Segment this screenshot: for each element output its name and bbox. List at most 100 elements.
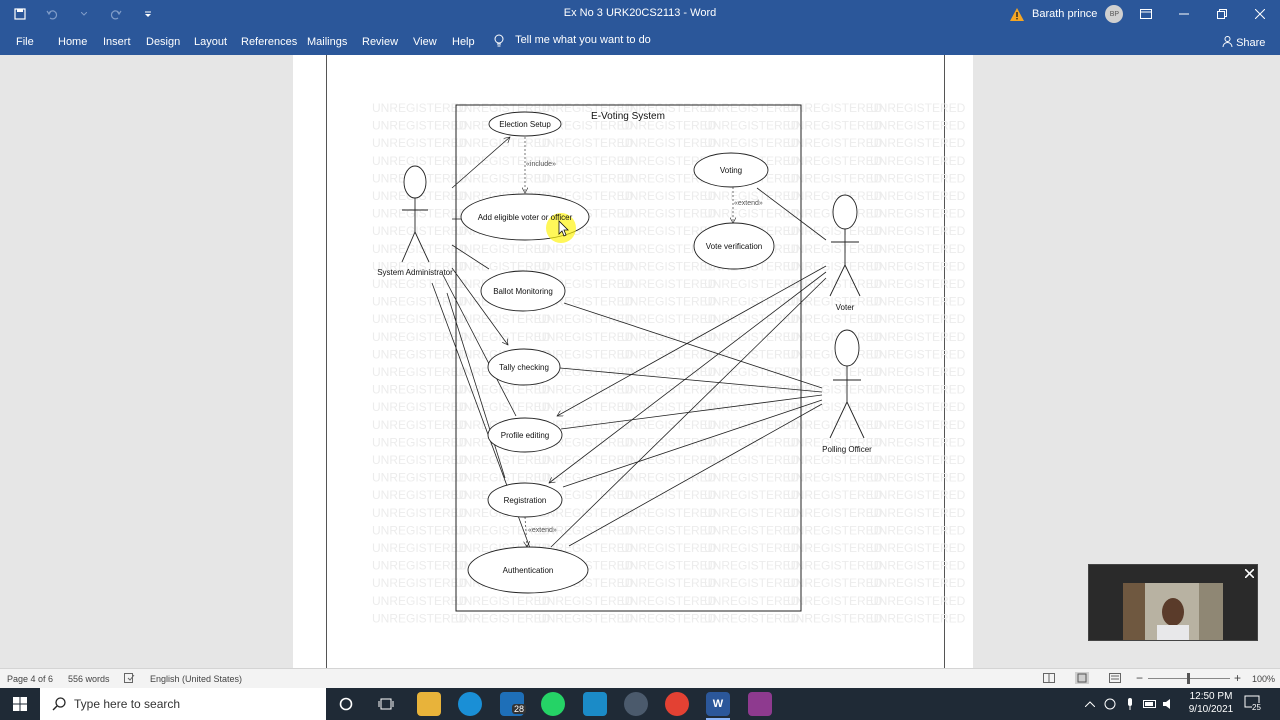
word-icon[interactable]: W: [706, 692, 730, 716]
zoom-level[interactable]: 100%: [1252, 674, 1276, 684]
tab-review[interactable]: Review: [362, 36, 399, 48]
watermark-text: UNREGISTERED: [787, 383, 883, 397]
tab-design[interactable]: Design: [146, 36, 181, 48]
close-button[interactable]: [1241, 0, 1279, 28]
chrome-icon[interactable]: [665, 692, 689, 716]
web-layout-icon[interactable]: [1109, 673, 1121, 683]
tab-layout[interactable]: Layout: [194, 36, 228, 48]
usecase-profile-editing[interactable]: [487, 417, 563, 453]
minimize-button[interactable]: [1165, 0, 1203, 28]
volume-icon[interactable]: [1163, 698, 1175, 710]
usecase-registration[interactable]: [487, 482, 563, 518]
usecase-authentication[interactable]: [467, 546, 589, 594]
watermark-text: UNREGISTERED: [372, 330, 468, 344]
ribbon-display-options-button[interactable]: [1127, 0, 1165, 28]
undo-button[interactable]: [42, 5, 62, 23]
whatsapp-icon[interactable]: [541, 692, 565, 716]
close-icon[interactable]: [1245, 569, 1254, 578]
webcam-overlay[interactable]: [1088, 564, 1258, 641]
uml-diagram[interactable]: UNREGISTERED UNREGISTERED UNREGISTERED UNRE…: [0, 55, 1280, 668]
notification-button[interactable]: 25: [1244, 694, 1264, 714]
usecase-tally-checking[interactable]: [487, 348, 561, 386]
zoom-out-button[interactable]: −: [1136, 671, 1144, 685]
customize-qat-button[interactable]: [138, 5, 158, 23]
zoom-in-button[interactable]: +: [1234, 671, 1242, 685]
actor-system-administrator[interactable]: [401, 165, 430, 263]
watermark-text: UNREGISTERED: [704, 295, 800, 309]
watermark-text: UNREGISTERED: [870, 365, 966, 379]
usecase-voting[interactable]: [693, 152, 769, 188]
watermark-text: UNREGISTERED: [870, 435, 966, 449]
chevron-up-icon[interactable]: [1085, 701, 1095, 707]
watermark-text: UNREGISTERED: [621, 330, 717, 344]
redo-icon: [110, 10, 122, 20]
redo-button[interactable]: [106, 5, 126, 23]
undo-dropdown-button[interactable]: [74, 5, 94, 23]
watermark-text: UNREGISTERED: [870, 224, 966, 238]
watermark-text: UNREGISTERED: [870, 471, 966, 485]
watermark-text: UNREGISTERED: [538, 136, 634, 150]
watermark-text: UNREGISTERED: [870, 295, 966, 309]
tab-home[interactable]: Home: [58, 36, 88, 48]
tab-view[interactable]: View: [413, 36, 437, 48]
tab-help[interactable]: Help: [452, 36, 475, 48]
avatar[interactable]: BP: [1105, 5, 1124, 23]
network-icon[interactable]: [1104, 698, 1116, 710]
share-button[interactable]: Share: [1222, 36, 1265, 49]
actor-voter[interactable]: [829, 194, 861, 297]
system-title: E-Voting System: [591, 111, 665, 122]
tab-references[interactable]: References: [241, 36, 298, 48]
word-count[interactable]: 556 words: [68, 674, 110, 684]
language-indicator[interactable]: English (United States): [150, 674, 243, 684]
restore-button[interactable]: [1203, 0, 1241, 28]
battery-icon[interactable]: [1143, 700, 1157, 708]
usecase-election-setup[interactable]: [488, 111, 562, 137]
watermark-text: UNREGISTERED: [621, 383, 717, 397]
watermark-text: UNREGISTERED: [372, 154, 468, 168]
watermark-text: UNREGISTERED: [372, 295, 468, 309]
account-area[interactable]: Barath prince BP: [1010, 5, 1124, 23]
tab-insert[interactable]: Insert: [103, 36, 131, 48]
watermark-text: UNREGISTERED: [704, 189, 800, 203]
tell-me-box[interactable]: Tell me what you want to do: [494, 34, 651, 47]
tell-me-label: Tell me what you want to do: [515, 34, 651, 47]
watermark-text: UNREGISTERED: [538, 312, 634, 326]
include-label: «include»: [526, 161, 556, 168]
page-count[interactable]: Page 4 of 6: [7, 674, 54, 684]
watermark-text: UNREGISTERED: [372, 365, 468, 379]
app-icon[interactable]: [583, 692, 607, 716]
actor-polling-officer[interactable]: [829, 329, 865, 439]
read-mode-icon[interactable]: [1043, 673, 1055, 683]
clock[interactable]: 12:50 PM 9/10/2021: [1186, 691, 1236, 715]
taskbar-search[interactable]: Type here to search: [40, 688, 326, 720]
start-button[interactable]: [0, 688, 40, 720]
mail-icon[interactable]: 28: [500, 692, 527, 716]
watermark-text: UNREGISTERED: [372, 207, 468, 221]
document-area[interactable]: UNREGISTERED UNREGISTERED UNREGISTERED UNRE…: [0, 55, 1280, 668]
network-app-icon[interactable]: [624, 692, 648, 716]
zoom-slider-thumb[interactable]: [1187, 673, 1190, 684]
task-view-button[interactable]: [374, 692, 398, 716]
proofing-icon[interactable]: [124, 673, 135, 683]
watermark-text: UNREGISTERED: [455, 611, 551, 625]
print-layout-icon[interactable]: [1075, 672, 1089, 684]
watermark-text: UNREGISTERED: [787, 559, 883, 573]
usecase-ballot-monitoring[interactable]: [480, 270, 566, 312]
teams-icon[interactable]: [748, 692, 772, 716]
file-explorer-icon[interactable]: [417, 692, 441, 716]
watermark-text: UNREGISTERED: [538, 418, 634, 432]
save-button[interactable]: [10, 5, 30, 23]
watermark-text: UNREGISTERED: [455, 471, 551, 485]
tab-file[interactable]: File: [16, 36, 34, 48]
watermark-text: UNREGISTERED: [621, 154, 717, 168]
cortana-button[interactable]: [334, 692, 358, 716]
microphone-icon[interactable]: [1126, 698, 1134, 710]
system-boundary: [455, 104, 802, 612]
watermark-text: UNREGISTERED: [870, 383, 966, 397]
usecase-vote-verification[interactable]: [693, 222, 775, 270]
tab-mailings[interactable]: Mailings: [307, 36, 348, 48]
watermark-text: UNREGISTERED: [372, 594, 468, 608]
edge-icon[interactable]: [458, 692, 482, 716]
document-page[interactable]: [293, 55, 973, 668]
watermark-text: UNREGISTERED: [704, 136, 800, 150]
